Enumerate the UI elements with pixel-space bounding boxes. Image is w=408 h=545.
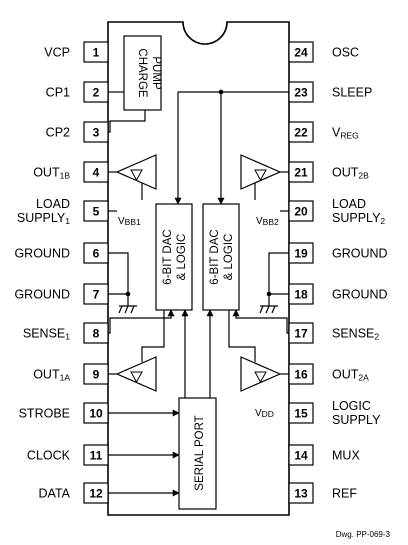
pin-label: STROBE [19,407,70,421]
pin-label: VCP [44,46,70,60]
pin-label: GROUND [14,247,70,261]
pin-number: 22 [294,126,308,140]
pin-number: 17 [294,327,308,341]
pin-label-line2: SUPPLY2 [332,211,385,226]
pin-13 [288,482,314,504]
pin-label: DATA [39,487,71,501]
pin-label: VREG [332,126,359,141]
driver-amp-2a [240,356,282,392]
pin-number: 16 [294,368,308,382]
pin-number: 20 [294,205,308,219]
pin-label: CP1 [46,86,70,100]
pin-label: GROUND [14,288,70,302]
pin-number: 23 [294,86,308,100]
wire-cp2 [108,110,146,133]
pin-number: 6 [93,247,100,261]
pin-label: LOGIC [332,399,371,413]
pin-number: 18 [294,288,308,302]
dac1-label-line1: 6-BIT DAC [162,229,174,284]
ground-left-junction [125,291,131,297]
dac1-label-line2: & LOGIC [176,234,188,281]
driver-amp-2b-inner [254,169,267,182]
pin-15 [288,402,314,424]
pin-label: SENSE1 [23,327,70,342]
vdd-label: VDD [255,408,274,419]
driver-amp-1a [115,356,157,392]
charge-pump-label-line1: CHARGE [136,48,148,98]
dac2-label-line1: 6-BIT DAC [209,229,221,284]
pin-label: SLEEP [332,86,372,100]
pin-number: 24 [294,46,308,60]
driver-amp-2a-inner [254,371,267,384]
pin-number: 10 [89,407,103,421]
pin-number: 9 [93,368,100,382]
pin-14 [288,444,314,466]
pin-24 [288,41,314,63]
pin-label: OUT1B [33,166,70,181]
wire-ground-left [108,252,129,295]
driver-amp-1b [115,154,157,190]
drawing-number: Dwg. PP-069-3 [336,530,391,539]
pin-number: 13 [294,487,308,501]
wire-amp2a-dac [228,310,256,362]
pin-label-line2: SUPPLY1 [17,211,70,226]
pin-number: 4 [93,166,100,180]
pin-label: REF [332,487,357,501]
pin-number: 3 [93,126,100,140]
pin-label: LOAD [36,197,70,211]
wire-amp1a-dac [141,310,165,362]
pin-number: 1 [93,46,100,60]
ground-symbol-left [118,305,137,314]
ground-right-junction [266,291,272,297]
pin-22 [288,121,314,143]
pin-number: 14 [294,449,308,463]
pin-label: CLOCK [27,449,71,463]
pin-label: MUX [332,449,360,463]
charge-pump-label-line2: PUMP [150,56,162,90]
junction-dot [218,89,224,95]
pin-number: 15 [294,407,308,421]
wire-ground-right [268,252,289,295]
pin-number: 21 [294,166,308,180]
chip-outline [107,21,290,516]
vbb2-label: VBB2 [256,216,279,227]
pin-1 [83,41,109,63]
driver-amp-2b [240,154,282,190]
pin-label: GROUND [332,247,388,261]
pin-number: 5 [93,205,100,219]
dac2-label-line2: & LOGIC [223,234,235,281]
pin-label: OUT2A [332,368,369,383]
vbb1-label: VBB1 [118,216,141,227]
charge-pump-block [123,35,162,111]
pin-label: GROUND [332,288,388,302]
wire-sense1 [108,309,175,334]
pin-label: LOAD [332,197,366,211]
wire-sense2 [232,309,289,334]
pin-number: 2 [93,86,100,100]
pin-label: OUT1A [33,368,70,383]
pin-label: SENSE2 [332,327,379,342]
driver-amp-1b-inner [130,169,143,182]
pin-label: OUT2B [332,166,369,181]
pin-number: 8 [93,327,100,341]
driver-amp-1a-inner [130,371,143,384]
pin-label-line2: SUPPLY [332,413,381,427]
pin-label: CP2 [46,126,70,140]
pin-number: 19 [294,247,308,261]
pin-number: 7 [93,288,100,302]
serial-port-label: SERIAL PORT [194,415,206,490]
pin-number: 12 [89,487,103,501]
pin-number: 11 [90,449,103,463]
pin-label: OSC [332,46,359,60]
ground-symbol-right [259,305,278,314]
